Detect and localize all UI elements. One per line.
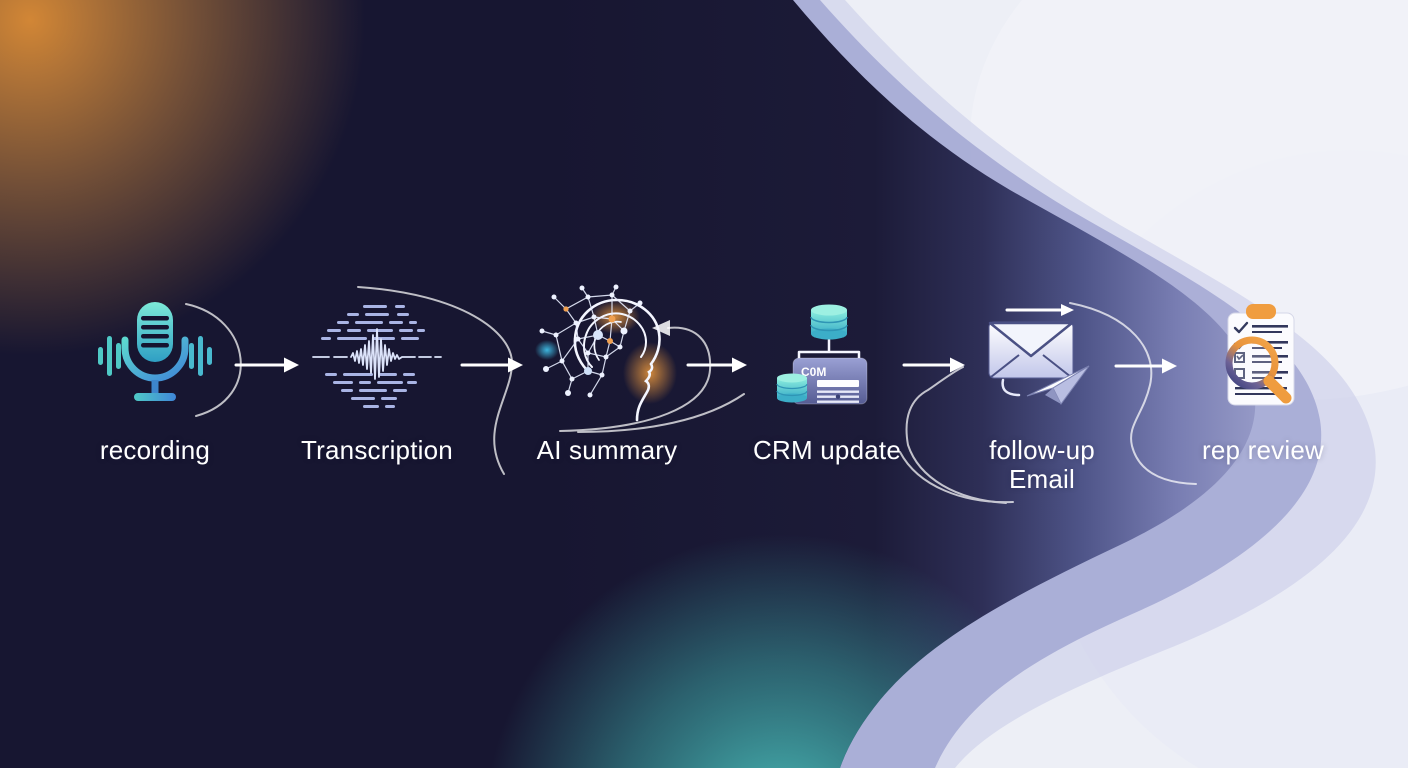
crm-record-card: C0M xyxy=(792,357,868,405)
stage-follow-up-email: follow-up Email xyxy=(932,282,1152,494)
swoosh-ai-tail xyxy=(577,393,745,433)
crm-card-text: C0M xyxy=(801,365,826,379)
transcript-waveform-icon xyxy=(307,282,447,434)
arrow-recording-to-transcription xyxy=(234,357,299,373)
magnifier xyxy=(1225,336,1292,403)
arrow-crm-to-email xyxy=(902,357,965,373)
microphone-icon xyxy=(90,282,220,434)
stage-label-rep-review: rep review xyxy=(1202,435,1324,465)
ai-head-network-icon xyxy=(532,282,682,434)
stage-label-follow-up-email: follow-up Email xyxy=(989,435,1095,495)
arrow-ai-to-crm xyxy=(686,357,747,373)
send-arrow-icon xyxy=(1005,304,1074,316)
crm-database-icon: C0M xyxy=(767,282,887,434)
stage-rep-review: rep review xyxy=(1153,282,1373,465)
orange-glow xyxy=(0,0,520,520)
stage-label-line-2: Email xyxy=(1008,464,1075,495)
database-cylinder-small xyxy=(776,373,808,403)
swoosh-recording xyxy=(185,303,242,417)
email-send-icon xyxy=(977,282,1107,434)
stage-label-transcription: Transcription xyxy=(301,435,453,465)
swoosh-email-bottom xyxy=(899,451,1014,504)
paper-plane-icon xyxy=(1026,365,1090,405)
stage-label-recording: recording xyxy=(99,435,211,465)
arrow-transcription-to-ai xyxy=(460,357,523,373)
stage-transcription: Transcription xyxy=(267,282,487,465)
stage-label-crm-update: CRM update xyxy=(753,435,901,465)
stage-label-line-1: follow-up xyxy=(989,435,1095,465)
database-cylinder-top xyxy=(810,304,848,340)
stage-recording: recording xyxy=(45,282,265,465)
swoosh-email-review xyxy=(1069,302,1197,485)
stage-ai-summary: AI summary xyxy=(497,282,717,465)
stage-crm-update: C0M CRM update xyxy=(717,282,937,465)
stage-arrows xyxy=(234,357,1177,374)
swoosh-ai-loop xyxy=(559,326,712,432)
glow-accents xyxy=(0,0,1180,768)
checklist-magnifier-icon xyxy=(1208,282,1318,434)
decorative-swoosh-curves xyxy=(185,286,1197,504)
arrow-email-to-review xyxy=(1114,358,1177,374)
loop-arrowhead-left-icon xyxy=(652,320,670,336)
stage-label-ai-summary: AI summary xyxy=(536,435,678,465)
swoosh-crm-email xyxy=(905,366,1007,504)
envelope-icon xyxy=(988,321,1074,379)
